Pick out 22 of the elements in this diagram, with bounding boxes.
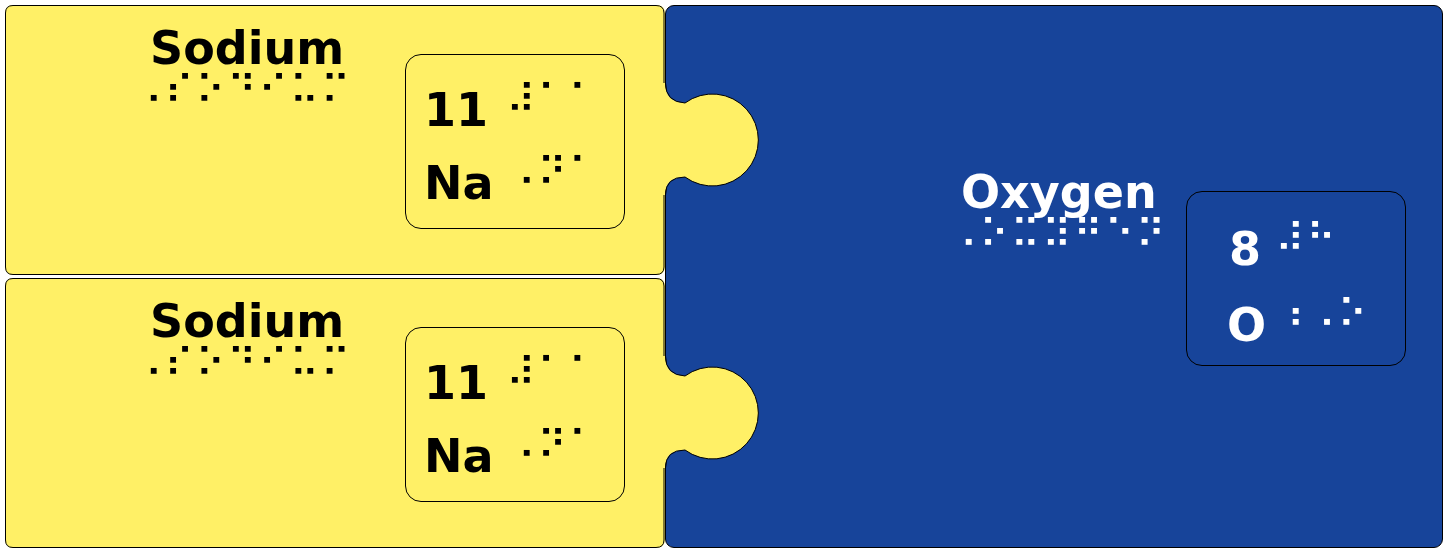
puzzle-piece [665,5,1443,548]
element-symbol: Na [424,433,494,479]
braille-text: ⠠⠎⠕⠙⠊⠥⠍ [133,70,353,110]
element-card [1186,191,1406,366]
puzzle-piece [5,278,665,548]
element-symbol: O [1227,302,1267,348]
braille-text: ⠠⠝⠁ [506,425,600,465]
element-card [405,327,625,502]
braille-text: ⠼⠁⠁ [506,352,600,392]
element-card [405,54,625,229]
braille-text: ⠠⠎⠕⠙⠊⠥⠍ [133,343,353,383]
element-name: Sodium [150,25,345,71]
element-symbol: Na [424,160,494,206]
braille-text: ⠰⠠⠕ [1275,294,1369,334]
atomic-number: 11 [424,360,488,406]
atomic-number: 11 [424,87,488,133]
element-name: Sodium [150,298,345,344]
braille-text: ⠼⠓ [1275,218,1338,258]
puzzle-piece [5,5,665,275]
braille-text: ⠼⠁⠁ [506,79,600,119]
atomic-number: 8 [1229,226,1261,272]
braille-text: ⠠⠝⠁ [506,152,600,192]
